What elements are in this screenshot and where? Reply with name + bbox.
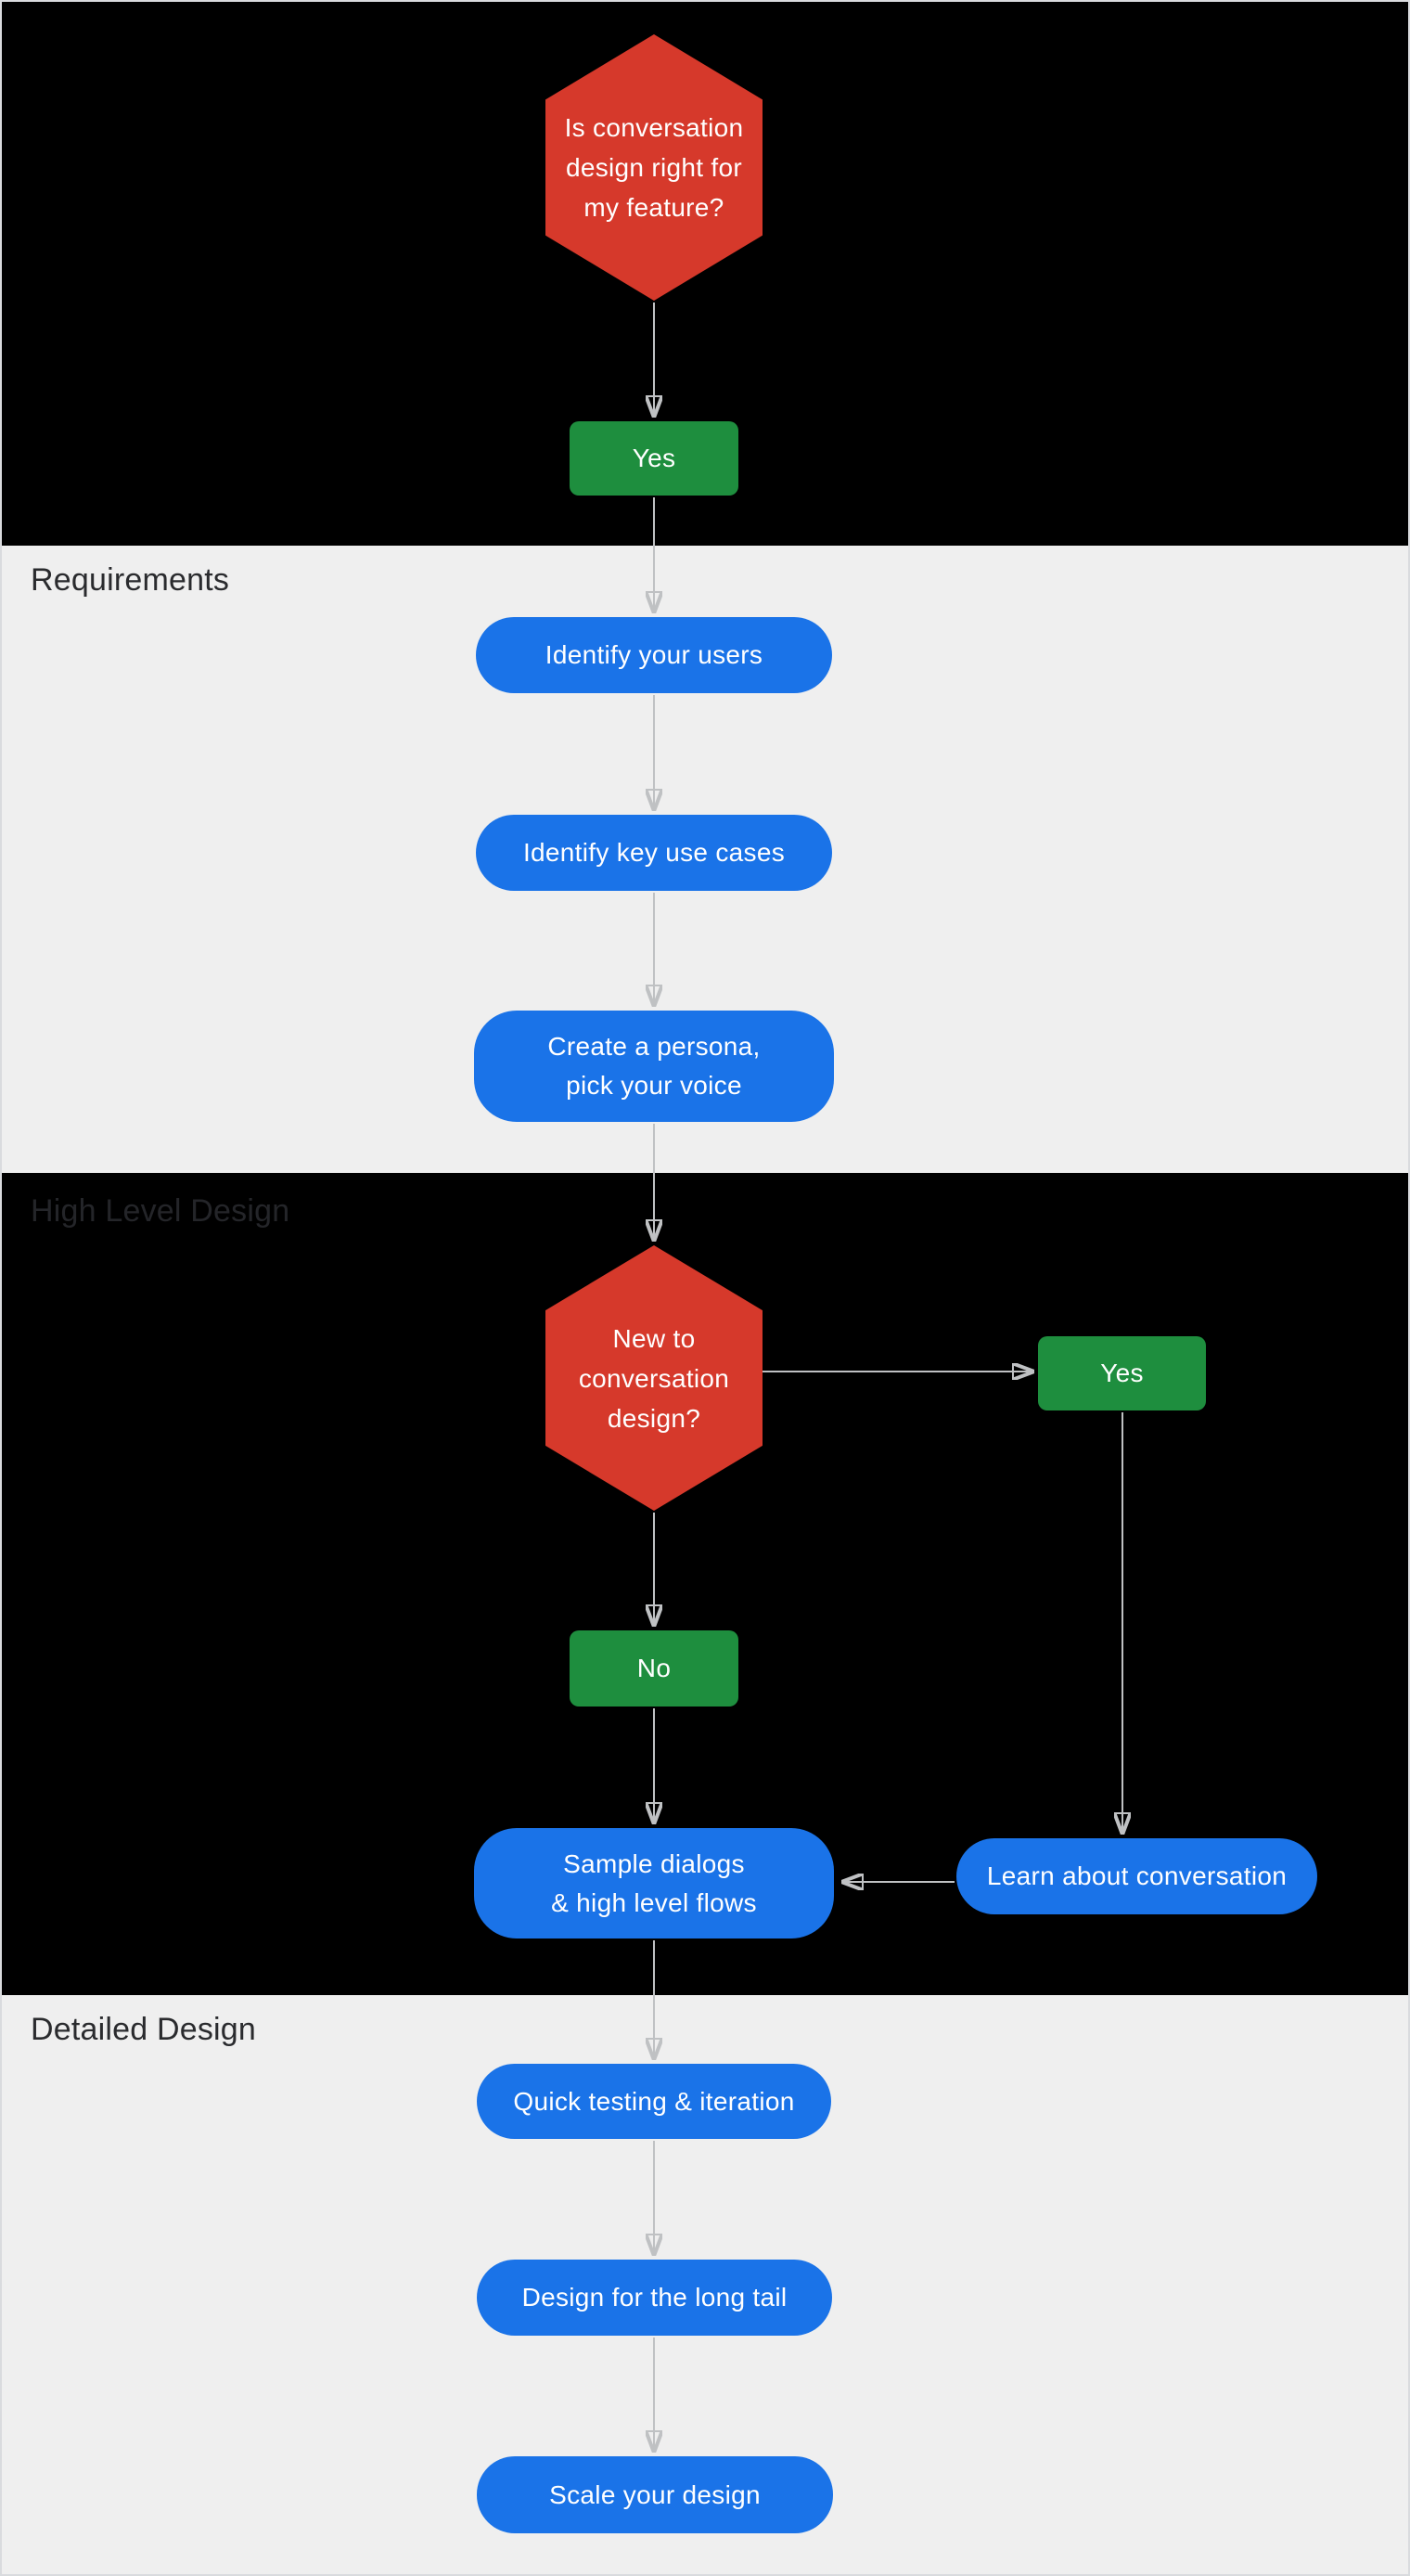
- step-learn-about-conversation: Learn about conversation: [956, 1838, 1317, 1914]
- step-identify-your-users: Identify your users: [476, 617, 832, 693]
- step-sample-dialogs-high-level-flows: Sample dialogs & high level flows: [474, 1828, 834, 1938]
- answer-no: No: [570, 1630, 738, 1707]
- answer-yes-right: Yes: [1038, 1336, 1206, 1410]
- step-quick-testing-iteration: Quick testing & iteration: [477, 2064, 831, 2139]
- answer-yes-top: Yes: [570, 421, 738, 496]
- section-label-high-level-design: High Level Design: [31, 1193, 290, 1229]
- decision-new-to-conversation-design: New to conversation design?: [545, 1245, 763, 1511]
- section-label-detailed-design: Detailed Design: [31, 2012, 257, 2047]
- step-scale-your-design: Scale your design: [477, 2456, 833, 2533]
- section-label-requirements: Requirements: [31, 562, 230, 598]
- step-create-a-persona: Create a persona, pick your voice: [474, 1011, 834, 1122]
- decision-is-conversation-design-right: Is conversation design right for my feat…: [545, 34, 763, 301]
- step-identify-key-use-cases: Identify key use cases: [476, 815, 832, 891]
- step-design-for-the-long-tail: Design for the long tail: [477, 2260, 832, 2336]
